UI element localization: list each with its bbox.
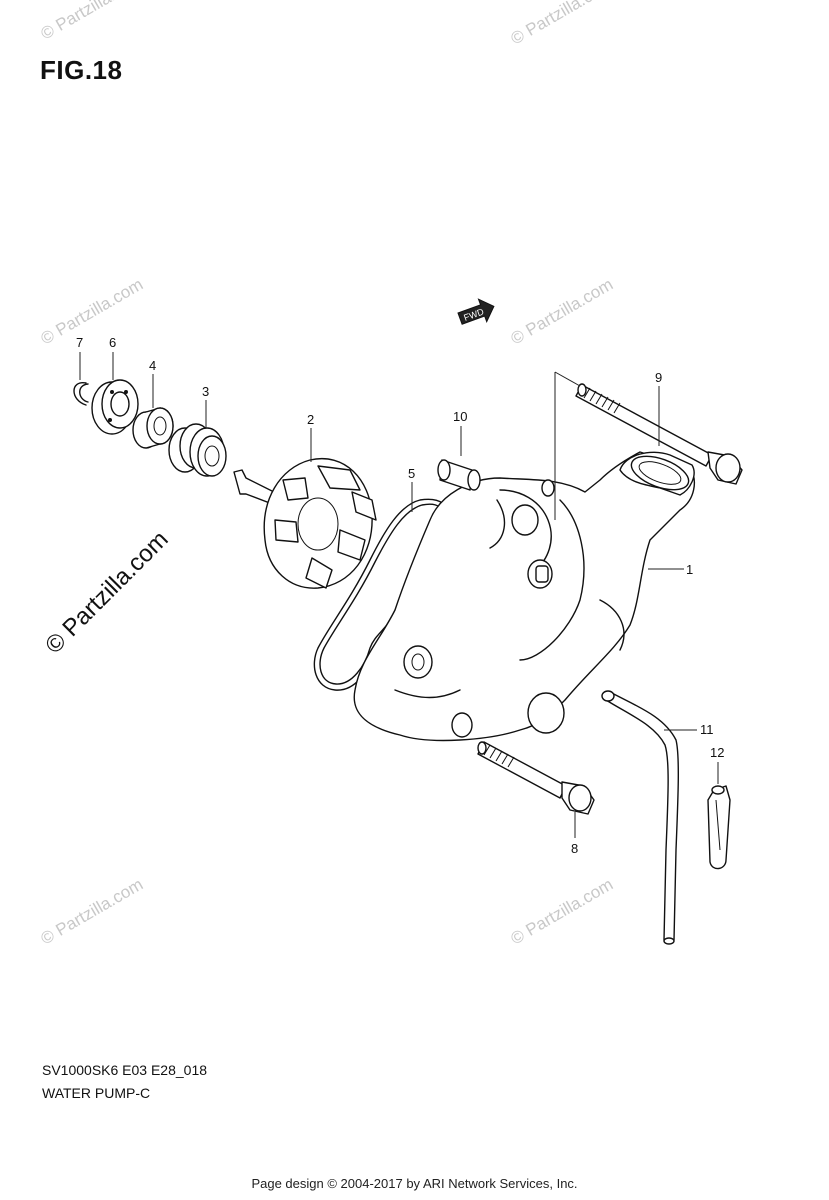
callout-labels: 1 2 3 4 5 6 7 8 9 10 11 12 (76, 335, 724, 856)
dowel-pin-part-10 (437, 459, 481, 491)
callout-6: 6 (109, 335, 116, 350)
callout-10: 10 (453, 409, 467, 424)
watermark-text: © Partzilla.com (38, 0, 147, 43)
short-bolt-part-8 (477, 741, 595, 815)
long-bolt-part-9 (575, 383, 743, 485)
callout-9: 9 (655, 370, 662, 385)
watermark-text: © Partzilla.com (508, 275, 617, 349)
mechanical-seal-part-3 (168, 423, 227, 477)
hose-part-11 (601, 690, 679, 945)
callout-5: 5 (408, 466, 415, 481)
callout-3: 3 (202, 384, 209, 399)
figure-title: FIG.18 (40, 55, 123, 85)
callout-8: 8 (571, 841, 578, 856)
bearing-part-6 (91, 379, 139, 435)
circlip-part-7 (73, 382, 89, 406)
clamp-part-12 (707, 785, 731, 870)
fwd-arrow-icon: FWD (457, 298, 495, 325)
watermark-text: © Partzilla.com (38, 275, 147, 349)
model-name: WATER PUMP-C (42, 1085, 151, 1101)
copyright-footer: Page design © 2004-2017 by ARI Network S… (251, 1176, 578, 1191)
impeller-part-2 (233, 457, 377, 589)
pump-housing-part-1 (353, 451, 696, 742)
callout-4: 4 (149, 358, 156, 373)
watermark-text: © Partzilla.com (508, 875, 617, 949)
leader-lines (79, 352, 719, 838)
callout-1: 1 (686, 562, 693, 577)
watermark-text: © Partzilla.com (508, 0, 617, 48)
callout-7: 7 (76, 335, 83, 350)
callout-11: 11 (700, 722, 714, 737)
bushing-part-4 (132, 407, 174, 449)
watermark-text: © Partzilla.com (38, 875, 147, 949)
model-code: SV1000SK6 E03 E28_018 (42, 1062, 208, 1078)
callout-12: 12 (710, 745, 724, 760)
watermark-main-text: © Partzilla.com (40, 526, 173, 659)
callout-2: 2 (307, 412, 314, 427)
